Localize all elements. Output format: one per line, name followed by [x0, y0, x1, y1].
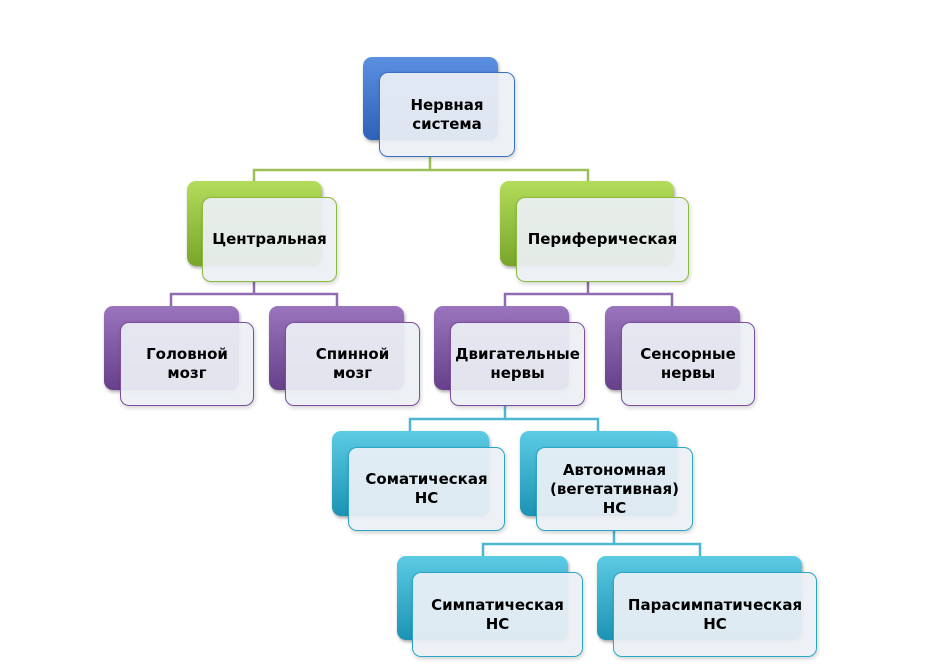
node-spinal-label: Спинной мозг: [285, 322, 420, 406]
node-somatic-label: Соматическая НС: [348, 447, 505, 531]
node-root-label: Нервная система: [379, 72, 515, 157]
node-motor-label: Двигательные нервы: [450, 322, 585, 406]
node-central-label: Центральная: [202, 197, 337, 282]
node-sensory-label: Сенсорные нервы: [621, 322, 755, 406]
node-brain-label: Головной мозг: [120, 322, 254, 406]
connector-central: [169, 282, 339, 306]
node-autonomic-label: Автономная (вегетативная) НС: [536, 447, 693, 531]
connector-autonomic: [481, 531, 702, 556]
connector-motor: [408, 406, 600, 431]
connector-peripheral: [503, 282, 674, 306]
node-parasympathetic-label: Парасимпатическая НС: [613, 572, 817, 657]
node-peripheral-label: Периферическая: [516, 197, 689, 282]
node-sympathetic-label: Симпатическая НС: [412, 572, 583, 657]
connector-root: [252, 157, 590, 181]
